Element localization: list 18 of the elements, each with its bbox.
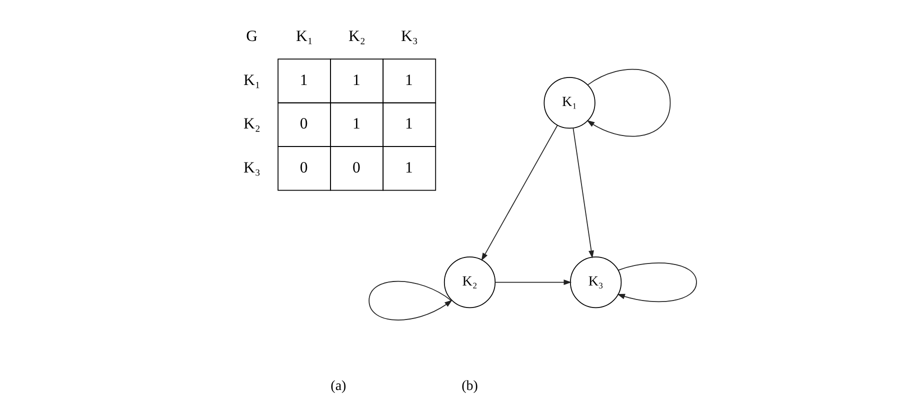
label: 0 xyxy=(299,116,308,133)
label: K₁ xyxy=(242,72,260,89)
label: 1 xyxy=(352,116,360,133)
label: 1 xyxy=(404,116,412,133)
label: (a) xyxy=(330,378,346,394)
label: G xyxy=(246,28,257,46)
label: 1 xyxy=(352,72,360,89)
label: (b) xyxy=(461,378,478,394)
label: K₃ xyxy=(242,159,260,176)
label: 1 xyxy=(404,159,412,176)
label: 0 xyxy=(352,159,360,176)
label: 1 xyxy=(404,72,412,89)
label: K₃ xyxy=(400,28,418,46)
label: 1 xyxy=(299,72,308,89)
label: 0 xyxy=(299,159,308,176)
label: K₂ xyxy=(242,116,260,133)
label: K₁ xyxy=(295,28,312,46)
label: K₂ xyxy=(348,28,365,46)
